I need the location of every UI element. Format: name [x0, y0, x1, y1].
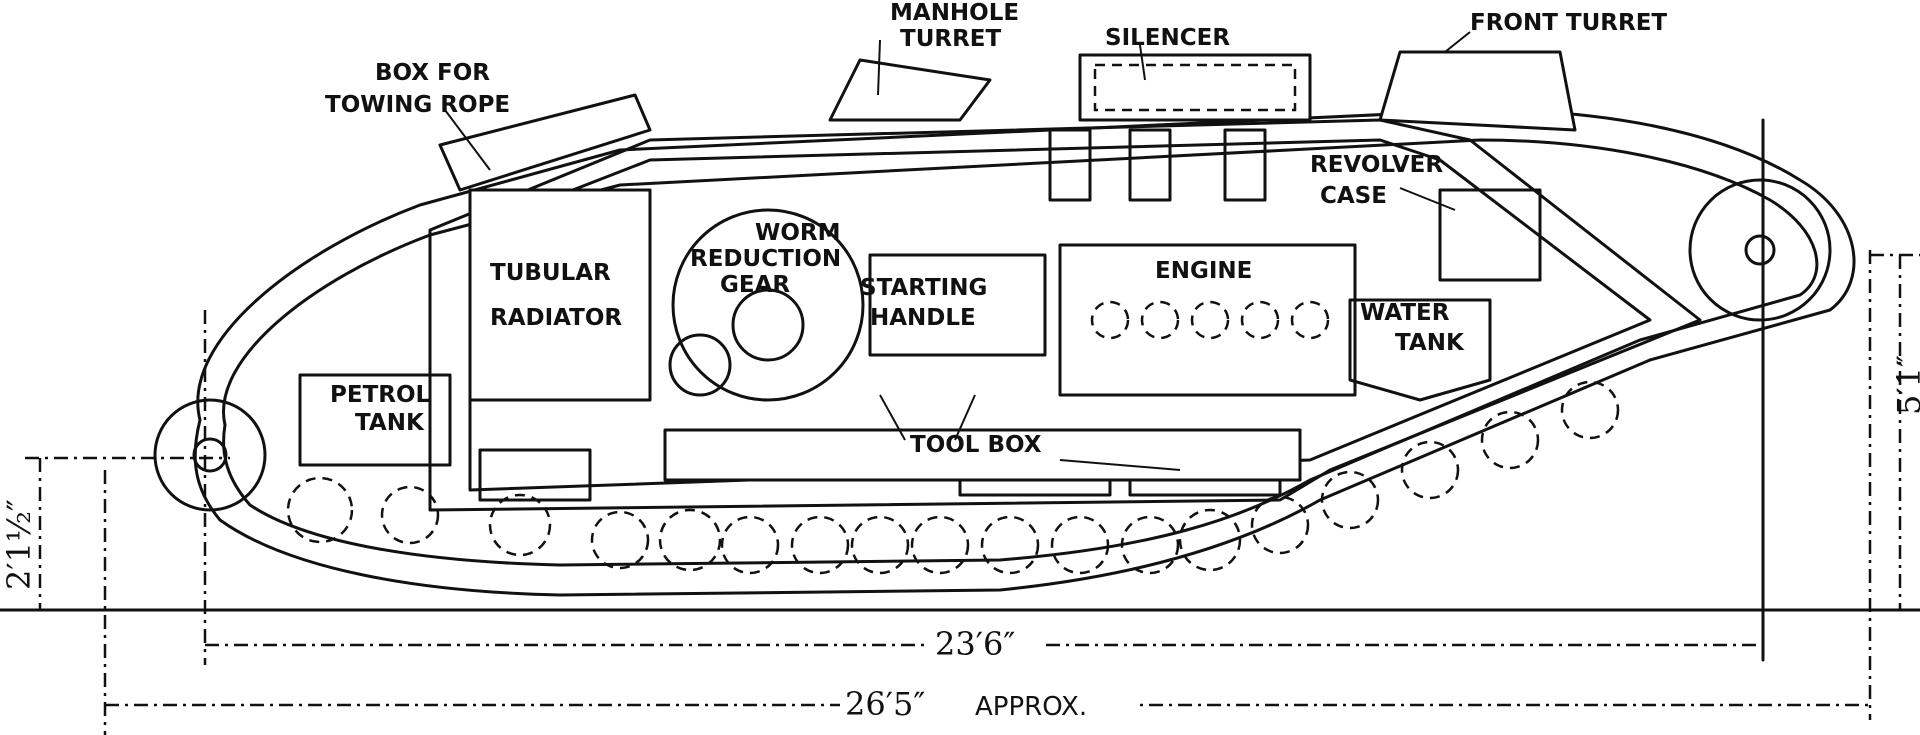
label-tool-box: TOOL BOX [910, 432, 1042, 458]
label-tubular: TUBULAR [490, 260, 611, 286]
dimension-labels: 23′6″ 26′5″ APPROX. 5′1″ 2′1½″ [0, 355, 1920, 725]
label-petrol-tank: TANK [355, 410, 425, 436]
label-manhole-turret: TURRET [900, 26, 1001, 52]
dim-overall-length: 26′5″ [845, 685, 925, 723]
label-box-for: BOX FOR [375, 60, 490, 86]
leader-lines [444, 31, 1471, 471]
dim-height: 5′1″ [1890, 355, 1920, 415]
dim-track-length: 23′6″ [935, 625, 1015, 663]
engine-block [1058, 243, 1357, 397]
tubular-radiator [468, 188, 652, 402]
towing-rope-box [438, 93, 652, 192]
label-handle: HANDLE [870, 305, 976, 331]
road-wheels [286, 380, 1620, 575]
rear-idler-wheel [153, 398, 267, 512]
starting-handle-block [868, 253, 1047, 357]
petrol-tank [298, 373, 452, 467]
label-reduction: REDUCTION [690, 246, 841, 272]
label-radiator: RADIATOR [490, 305, 622, 331]
label-manhole: MANHOLE [890, 0, 1019, 26]
manhole-turret [828, 58, 992, 122]
worm-reduction-gear [668, 208, 865, 402]
front-sprocket-wheel [1688, 178, 1832, 322]
label-starting: STARTING [860, 275, 987, 301]
label-case: CASE [1320, 183, 1387, 209]
front-turret [1378, 50, 1577, 132]
label-towing-rope: TOWING ROPE [325, 92, 510, 118]
label-petrol: PETROL [330, 382, 431, 408]
label-silencer: SILENCER [1105, 25, 1230, 51]
label-front-turret: FRONT TURRET [1470, 10, 1667, 36]
hull [428, 118, 1702, 512]
label-water: WATER [1360, 300, 1450, 326]
revolver-case [1438, 188, 1542, 282]
label-worm: WORM [755, 220, 841, 246]
callout-labels: MANHOLE TURRET SILENCER FRONT TURRET BOX… [325, 0, 1667, 458]
water-tank [1348, 298, 1492, 402]
engine-cylinders [1090, 300, 1330, 340]
dim-overall-approx: APPROX. [975, 692, 1087, 722]
label-revolver: REVOLVER [1310, 152, 1443, 178]
exhaust-manifold [1048, 128, 1267, 202]
label-engine: ENGINE [1155, 258, 1252, 284]
outer-track [193, 108, 1856, 597]
label-water-tank: TANK [1395, 330, 1465, 356]
label-gear: GEAR [720, 272, 790, 298]
dim-clearance: 2′1½″ [0, 499, 38, 590]
